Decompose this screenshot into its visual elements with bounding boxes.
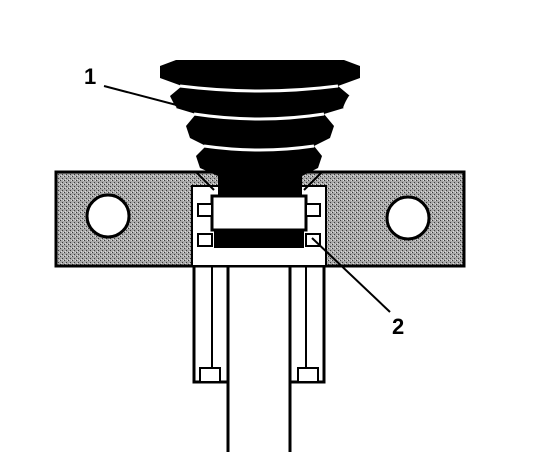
bolt-hole-right [385, 195, 431, 241]
boot [160, 60, 360, 196]
leader-line-2 [311, 237, 391, 313]
callout-1-label: 1 [84, 64, 96, 89]
bolt-hole-left [85, 193, 131, 239]
shaft [226, 248, 292, 452]
leader-line-1 [103, 85, 189, 109]
seal-ring [214, 230, 304, 248]
callout-2-label: 2 [392, 314, 404, 339]
